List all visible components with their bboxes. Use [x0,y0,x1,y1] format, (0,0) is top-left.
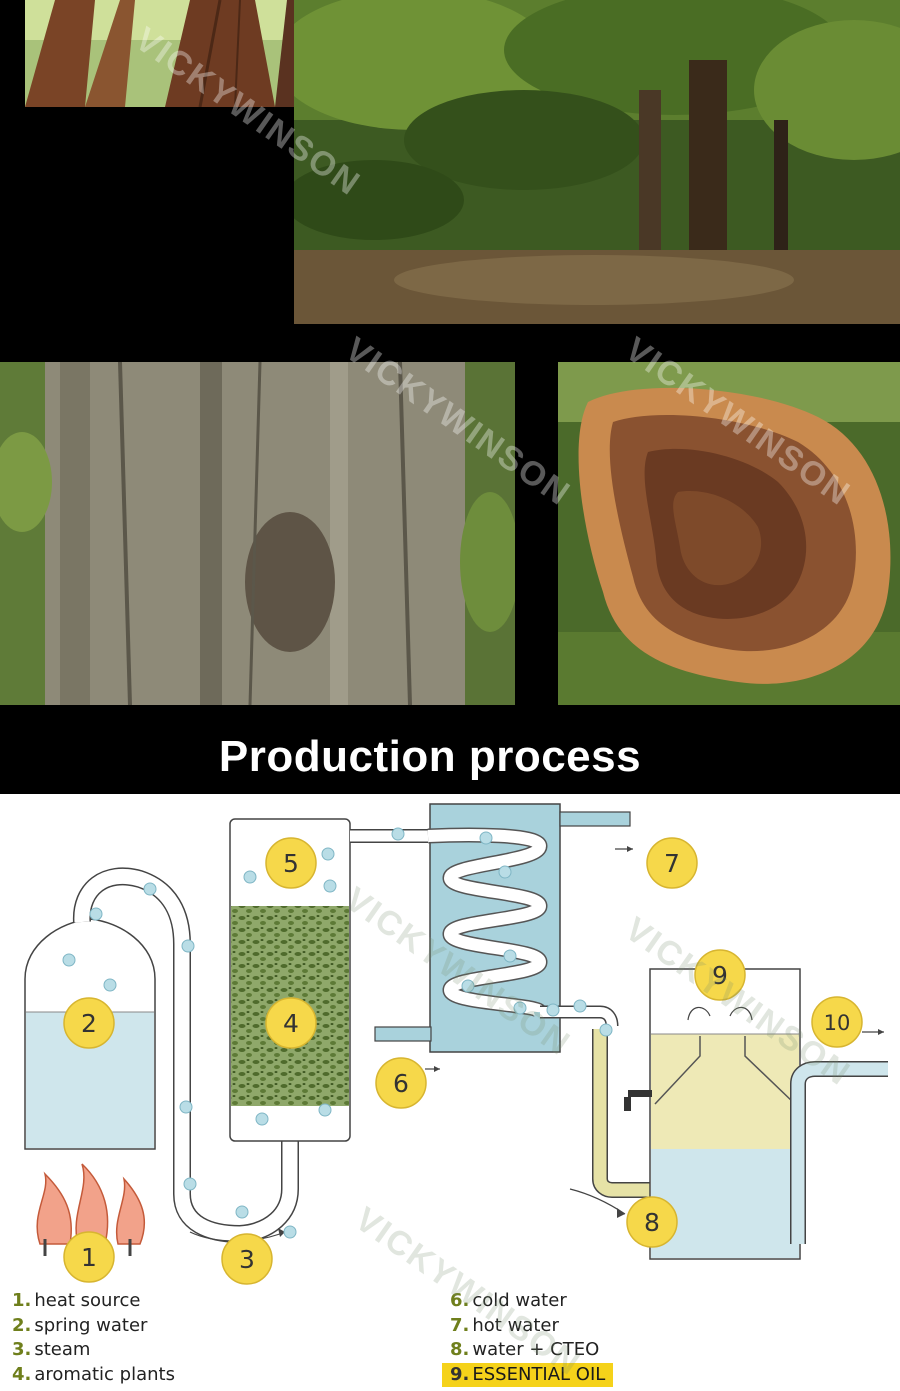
flame-icon [36,1163,146,1256]
legend-item: 3.steam [12,1339,91,1360]
photo-forest [294,0,900,324]
legend-item: 2.spring water [12,1314,148,1336]
condenser [374,803,631,1053]
marker-3: 3 [221,1233,273,1285]
marker-5: 5 [265,837,317,889]
legend-item: 8.water + CTEO [450,1339,600,1360]
svg-text:5: 5 [283,849,299,878]
marker-7: 7 [646,837,698,889]
marker-10: 10 [811,996,863,1048]
plant-column [229,818,351,1142]
svg-text:1: 1 [81,1243,97,1272]
legend-item: 4.aromatic plants [12,1363,175,1385]
marker-2: 2 [63,997,115,1049]
legend-item: 6.cold water [450,1290,567,1311]
svg-text:2: 2 [81,1009,97,1038]
marker-4: 4 [265,997,317,1049]
legend-item: 1.heat source [12,1290,141,1311]
svg-text:10: 10 [824,1011,851,1035]
svg-text:7: 7 [664,849,680,878]
photo-tree-bark [0,362,515,705]
svg-text:9: 9 [712,961,728,990]
marker-1: 1 [63,1231,115,1283]
marker-6: 6 [375,1057,427,1109]
legend-item: 7.hot water [450,1314,559,1336]
svg-text:4: 4 [283,1009,299,1038]
svg-text:3: 3 [239,1245,255,1274]
svg-text:6: 6 [393,1069,409,1098]
svg-text:8: 8 [644,1208,660,1237]
process-diagram: 1 2 3 4 5 6 7 8 9 10 1.heat source 2.spr… [0,794,900,1391]
legend-left: 1.heat source 2.spring water 3.steam 4.a… [12,1289,175,1387]
marker-9: 9 [694,949,746,1001]
marker-8: 8 [626,1196,678,1248]
legend-right: 6.cold water 7.hot water 8.water + CTEO … [442,1289,614,1387]
legend-item-highlighted: 9.ESSENTIAL OIL [442,1362,614,1387]
title-banner: Production process [0,712,900,794]
photo-cut-log [558,362,900,705]
page-title: Production process [218,732,642,781]
